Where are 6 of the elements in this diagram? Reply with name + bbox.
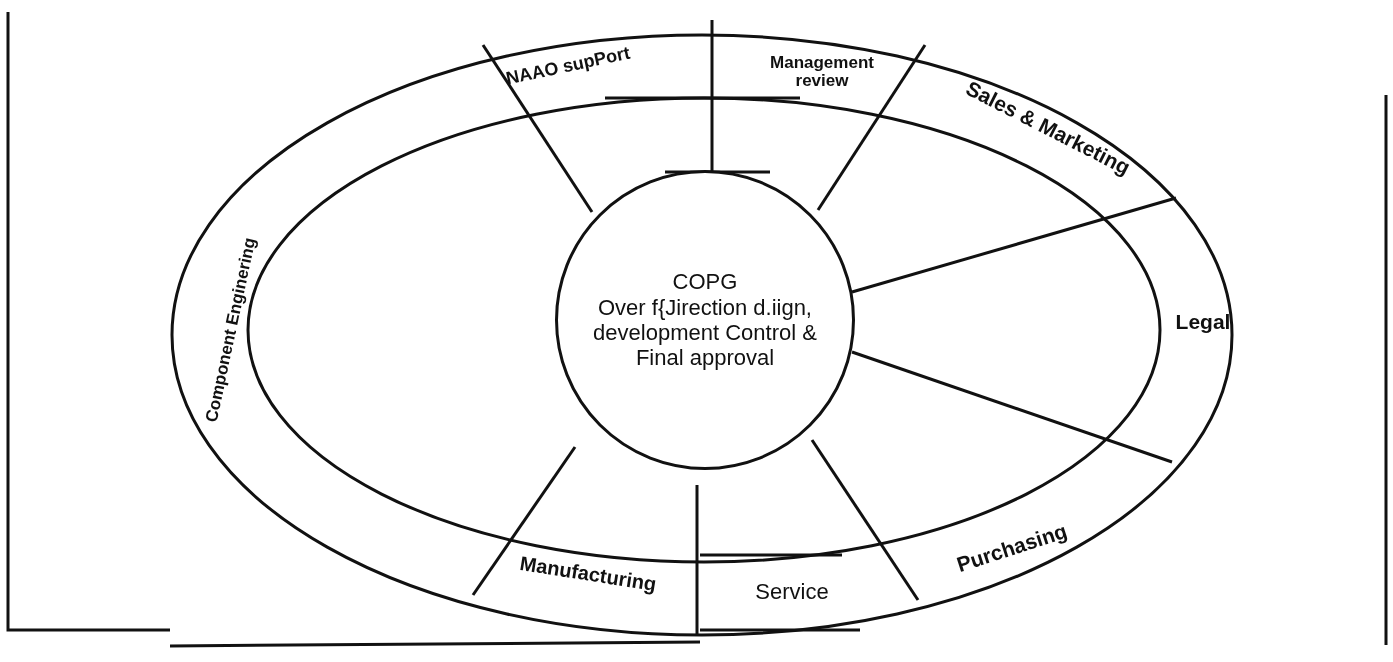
department-label: NAAO supPort — [504, 43, 632, 89]
department-label: Service — [755, 580, 829, 604]
department-label: Legal — [1175, 311, 1231, 333]
circle-text: Over f{Jirection d.iign, development Control & Final approval — [592, 294, 818, 371]
department-label: Management review — [762, 54, 882, 90]
circle-heading: COPG — [672, 269, 738, 295]
